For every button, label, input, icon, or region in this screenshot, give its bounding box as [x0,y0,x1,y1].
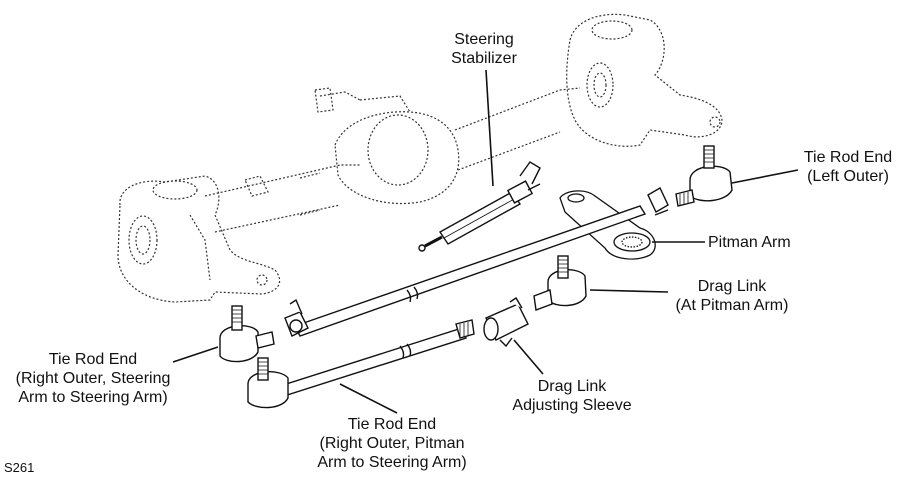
tie-rod-tube-lower [279,319,475,397]
label-line: (Right Outer, Steering [15,370,171,387]
axle-housing-phantom [117,13,723,303]
drag-link-end-pitman-part [533,255,587,311]
label-line: Pitman Arm [708,234,791,251]
label-line: Tie Rod End [803,149,893,166]
label-line: Steering [454,31,514,48]
tie-rod-end-right-outer-steering-part [219,305,275,363]
label-drag-link-adjusting-sleeve: Drag Link Adjusting Sleeve [492,377,652,415]
label-line: Drag Link [697,278,767,295]
label-line: (Right Outer, Pitman [319,435,465,452]
label-line: Tie Rod End [347,416,437,433]
steering-stabilizer-part [418,161,541,252]
label-line: Arm to Steering Arm) [18,389,168,406]
tie-rod-end-right-outer-pitman-part [247,357,289,409]
label-line: Tie Rod End [48,351,138,368]
label-tie-rod-end-right-outer-steering: Tie Rod End (Right Outer, Steering Arm t… [2,350,184,407]
label-steering-stabilizer: Steering Stabilizer [439,30,529,68]
tie-rod-tube-upper [284,187,669,337]
label-line: Arm to Steering Arm) [317,454,467,471]
label-tie-rod-end-left-outer: Tie Rod End (Left Outer) [792,148,904,186]
drag-link-sleeve-part [483,297,529,348]
label-line: Adjusting Sleeve [512,397,632,414]
label-line: Stabilizer [451,50,517,67]
label-line: Drag Link [537,378,607,395]
label-tie-rod-end-right-outer-pitman: Tie Rod End (Right Outer, Pitman Arm to … [300,415,484,472]
label-drag-link-at-pitman-arm: Drag Link (At Pitman Arm) [658,277,806,315]
label-line: (Left Outer) [807,168,889,185]
tie-rod-end-left-outer-part [675,145,733,207]
figure-id: S261 [4,460,35,475]
label-pitman-arm: Pitman Arm [708,233,812,252]
label-line: (At Pitman Arm) [675,297,789,314]
leader-lines [172,69,799,414]
